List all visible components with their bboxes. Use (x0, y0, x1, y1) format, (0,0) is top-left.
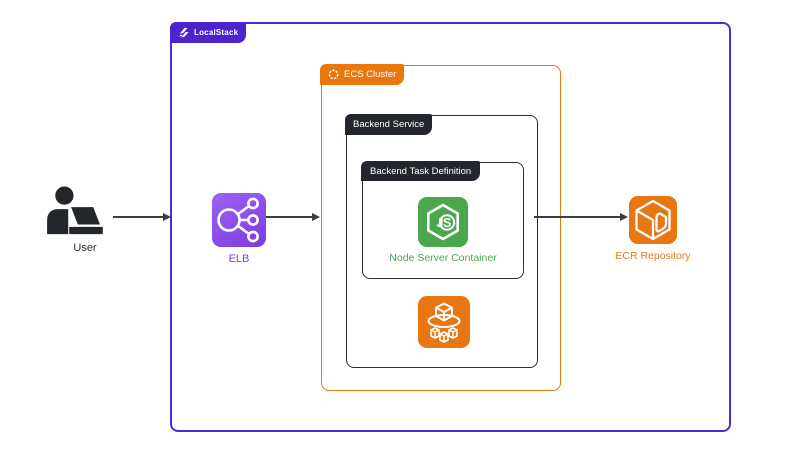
group-backend-task-definition: Backend Task Definition J S (361, 161, 524, 279)
user-laptop-icon (47, 186, 103, 235)
elb-label: ELB (228, 253, 250, 265)
ecs-service-containers-icon (427, 302, 461, 343)
group-backend-service: Backend Service Backend Task Definition (345, 114, 538, 368)
arrow-backend-to-ecr (534, 213, 628, 221)
ecr-icon (629, 196, 677, 244)
group-localstack: LocalStack ECS Cluster Backend Service B… (170, 22, 731, 432)
svg-text:J: J (437, 216, 444, 230)
nodejs-hexagon-icon: J S (427, 203, 460, 241)
arrow-user-to-localstack (113, 213, 171, 221)
elb-icon (212, 193, 266, 247)
node-ecr: ECR Repository (613, 196, 693, 262)
ecr-repository-icon (635, 199, 671, 241)
node-server-label: Node Server Container (389, 252, 497, 264)
localstack-label: LocalStack (194, 28, 239, 37)
node-user: User (45, 186, 125, 254)
ecr-label: ECR Repository (615, 250, 691, 262)
user-label: User (73, 242, 97, 254)
node-server-container: J S (418, 197, 468, 247)
ecs-cluster-icon (328, 69, 339, 80)
nodejs-icon: J S (418, 197, 468, 247)
ecs-cluster-tab: ECS Cluster (320, 64, 405, 85)
ecs-cluster-label: ECS Cluster (344, 69, 397, 80)
ecs-service-node (418, 296, 470, 348)
svg-text:S: S (443, 216, 451, 230)
ecs-service-icon (418, 296, 470, 348)
arrow-elb-to-ecs-cluster (266, 213, 320, 221)
backend-task-definition-tab: Backend Task Definition (361, 161, 481, 181)
group-ecs-cluster: ECS Cluster Backend Service Backend Task… (320, 64, 561, 391)
backend-service-label: Backend Service (353, 119, 425, 130)
elastic-load-balancer-icon (217, 197, 259, 243)
node-elb: ELB (199, 193, 279, 265)
localstack-logo-icon (178, 27, 189, 38)
backend-service-tab: Backend Service (345, 114, 433, 135)
localstack-tab: LocalStack (170, 22, 247, 43)
backend-task-definition-label: Backend Task Definition (370, 165, 472, 177)
